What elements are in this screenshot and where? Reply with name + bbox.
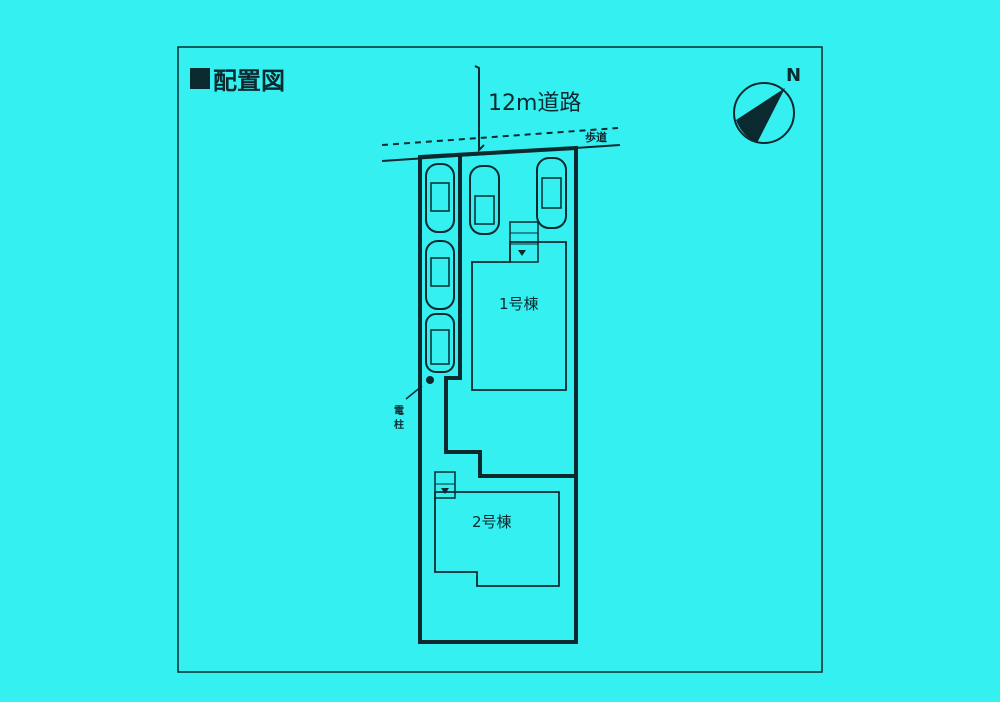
building-1 [471,241,567,391]
north-label: N [786,65,801,86]
title-square-icon [190,68,210,89]
lot-boundary [418,145,578,644]
building-1-label: 1号棟 [499,295,539,313]
lot-divider [444,154,576,478]
utility-pole-label-1: 電 [394,405,404,417]
sidewalk-line [381,127,619,146]
frame-border [177,46,823,673]
entrance-triangle-icon [441,488,449,494]
utility-pole-icon [426,376,434,384]
building-2 [434,491,560,587]
utility-pole-leader-line [405,385,423,400]
car-icon [425,163,455,233]
road-label: 12m道路 [488,91,581,116]
sidewalk-label: 歩道 [585,130,607,144]
car-icon [536,157,567,229]
road-width-arrow [474,65,485,153]
building-2-label: 2号棟 [472,513,512,531]
utility-pole-label-2: 柱 [394,418,404,431]
building-1-entrance [509,221,539,263]
car-icon [425,313,455,373]
plan-title: 配置図 [213,67,285,95]
car-icon [469,165,500,235]
building-2-entrance [434,471,456,499]
north-arrow-icon [733,82,795,144]
car-icon [425,240,455,310]
entrance-triangle-icon [518,250,526,256]
